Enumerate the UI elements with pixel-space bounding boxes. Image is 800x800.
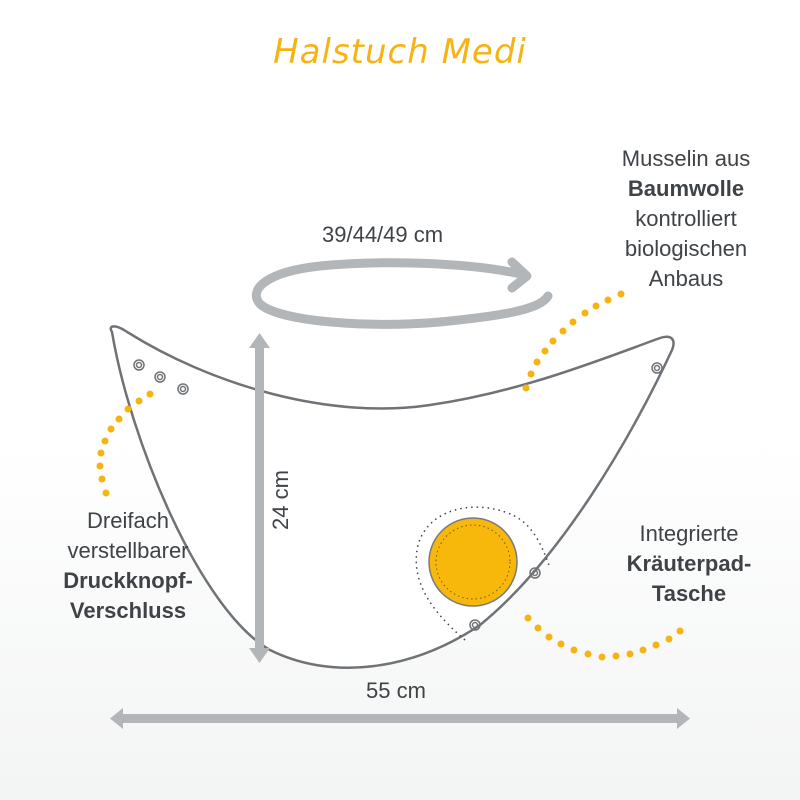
callout-pocket: Integrierte Kräuterpad- Tasche — [604, 519, 774, 609]
material-line1: Musselin aus — [621, 146, 751, 171]
height-arrow-icon — [249, 333, 270, 663]
pocket-bold1: Kräuterpad- — [626, 551, 752, 576]
material-bold: Baumwolle — [627, 176, 745, 201]
closure-line2: verstellbarer — [67, 538, 189, 563]
width-label: 55 cm — [366, 678, 426, 703]
material-line3: kontrolliert — [635, 206, 737, 231]
width-arrow-icon — [110, 708, 690, 729]
callout-closure: Dreifach verstellbarer Druckknopf- Versc… — [38, 506, 218, 626]
closure-bold2: Verschluss — [69, 598, 187, 623]
circumference-label: 39/44/49 cm — [322, 222, 444, 247]
herb-pad-pocket-icon — [415, 506, 551, 641]
closure-bold1: Druckknopf- — [63, 568, 193, 593]
callout-material: Musselin aus Baumwolle kontrolliert biol… — [588, 144, 784, 294]
material-line5: Anbaus — [648, 266, 724, 291]
height-label: 24 cm — [268, 470, 293, 530]
pocket-bold2: Tasche — [651, 581, 727, 606]
material-line4: biologischen — [624, 236, 748, 261]
page-title: Halstuch Medi — [273, 32, 527, 72]
circumference-arrow-icon — [251, 257, 553, 329]
callout-dots — [96, 290, 684, 661]
pocket-line1: Integrierte — [639, 521, 739, 546]
closure-line1: Dreifach — [87, 508, 169, 533]
snap-buttons-icon — [133, 359, 663, 631]
